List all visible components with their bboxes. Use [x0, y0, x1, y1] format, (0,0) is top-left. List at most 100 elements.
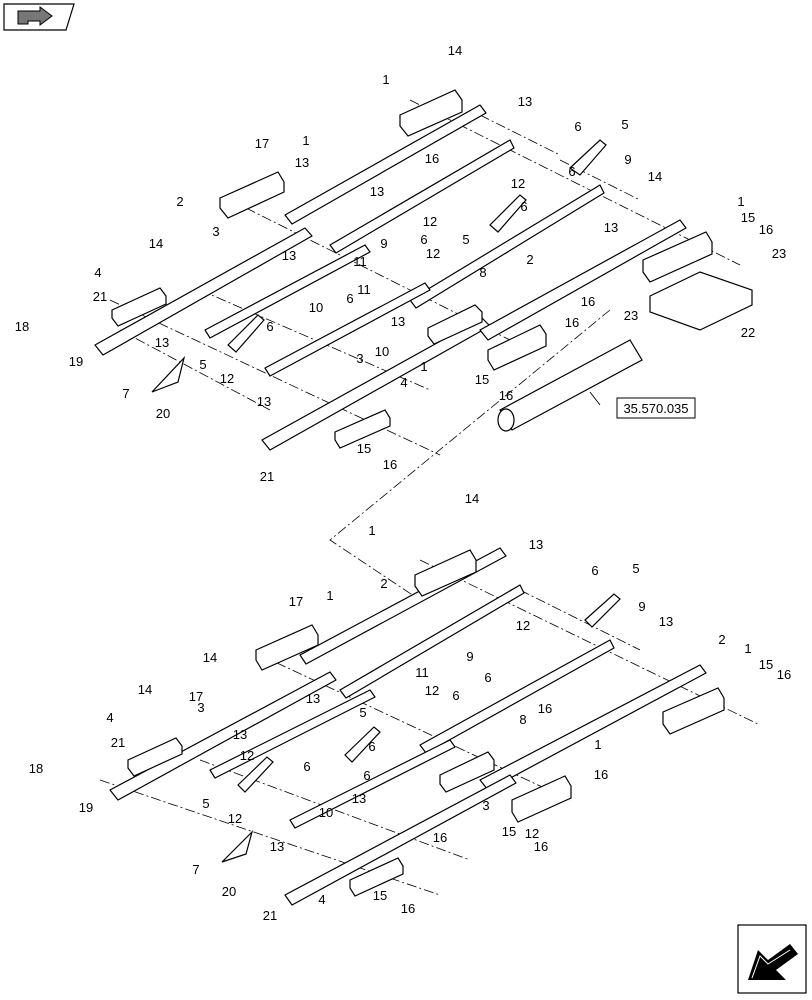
- block-1-a: [399, 89, 463, 137]
- callout-label: 4: [94, 265, 101, 280]
- shank-5-lower-b: [344, 726, 381, 763]
- callout-label: 20: [222, 884, 236, 899]
- callout-label: 10: [319, 805, 333, 820]
- callout-label: 6: [368, 739, 375, 754]
- callout-label: 13: [282, 248, 296, 263]
- callout-label: 13: [529, 537, 543, 552]
- bar-2-upper-b: [479, 219, 687, 341]
- callout-label: 7: [122, 386, 129, 401]
- callout-label: 12: [525, 826, 539, 841]
- shank-5-a: [569, 139, 607, 176]
- callout-label: 9: [380, 236, 387, 251]
- callout-label: 15: [373, 888, 387, 903]
- callout-label: 13: [270, 839, 284, 854]
- block-1-d: [487, 324, 547, 371]
- reference-link-text: 35.570.035: [623, 401, 688, 416]
- callout-label: 13: [391, 314, 405, 329]
- shank-5-lower-c: [237, 756, 274, 793]
- bar-9-upper-a: [329, 139, 515, 254]
- callout-label: 5: [632, 561, 639, 576]
- callout-label: 14: [138, 682, 152, 697]
- next-page-arrow-icon[interactable]: [737, 924, 807, 994]
- callout-label: 16: [759, 222, 773, 237]
- callout-label: 5: [202, 796, 209, 811]
- bar-2-upper-a: [284, 104, 487, 225]
- callout-label: 8: [479, 265, 486, 280]
- block-4-lower-a: [127, 737, 183, 777]
- callout-label: 2: [526, 252, 533, 267]
- callout-label: 1: [420, 359, 427, 374]
- callout-label: 12: [511, 176, 525, 191]
- callout-label: 13: [233, 727, 247, 742]
- callout-label: 16: [383, 457, 397, 472]
- callout-label: 11: [353, 254, 367, 269]
- callout-label: 14: [465, 491, 479, 506]
- callout-label: 3: [197, 700, 204, 715]
- callout-label: 15: [759, 657, 773, 672]
- callout-label: 16: [565, 315, 579, 330]
- bracket-8: [427, 304, 483, 345]
- callout-label: 14: [149, 236, 163, 251]
- bar-9-upper-b: [409, 184, 605, 309]
- callout-label: 14: [648, 169, 662, 184]
- shank-5-c: [227, 314, 265, 353]
- callout-label: 4: [106, 710, 113, 725]
- callout-label: 5: [199, 357, 206, 372]
- callout-label: 12: [425, 683, 439, 698]
- callout-label: 13: [604, 220, 618, 235]
- callout-label: 6: [266, 319, 273, 334]
- callout-label: 15: [502, 824, 516, 839]
- callout-label: 12: [426, 246, 440, 261]
- callout-label: 4: [400, 375, 407, 390]
- callout-label: 1: [302, 133, 309, 148]
- block-1-lower-b: [255, 624, 319, 671]
- callout-label: 2: [380, 576, 387, 591]
- callout-label: 1: [594, 737, 601, 752]
- callout-label: 9: [624, 152, 631, 167]
- callout-label: 5: [462, 232, 469, 247]
- callout-label: 6: [591, 563, 598, 578]
- callout-label: 14: [448, 43, 462, 58]
- callout-label: 19: [79, 800, 93, 815]
- callout-label: 3: [356, 351, 363, 366]
- callout-label: 13: [352, 791, 366, 806]
- shank-7-lower: [221, 829, 254, 863]
- callout-label: 12: [240, 748, 254, 763]
- callout-label: 3: [212, 224, 219, 239]
- callout-label: 16: [401, 901, 415, 916]
- callout-label: 6: [363, 768, 370, 783]
- shank-5-b: [489, 194, 527, 233]
- callout-label: 13: [306, 691, 320, 706]
- bar-10-upper-a: [204, 244, 371, 339]
- callout-label: 21: [260, 469, 274, 484]
- callout-label: 9: [466, 649, 473, 664]
- callout-label: 16: [425, 151, 439, 166]
- callout-label: 17: [189, 689, 203, 704]
- callout-label: 15: [475, 372, 489, 387]
- callout-label: 6: [420, 232, 427, 247]
- callout-label: 7: [192, 862, 199, 877]
- callout-label: 15: [741, 210, 755, 225]
- reference-link-box[interactable]: 35.570.035: [589, 391, 696, 419]
- callout-label: 1: [744, 641, 751, 656]
- callout-label: 23: [624, 308, 638, 323]
- block-1-lower-c: [662, 687, 725, 735]
- callout-label: 16: [581, 294, 595, 309]
- bar-3-upper-a: [94, 227, 313, 356]
- bar-3-lower-a: [109, 671, 337, 801]
- callout-label: 16: [594, 767, 608, 782]
- shank-5-lower-a: [584, 593, 621, 628]
- bar-2-lower-b: [479, 664, 707, 791]
- book-arrow-icon[interactable]: [3, 3, 75, 31]
- callout-label: 16: [777, 667, 791, 682]
- block-1-lower-d: [511, 775, 572, 823]
- callout-label: 10: [309, 300, 323, 315]
- callout-label: 6: [303, 759, 310, 774]
- callout-label: 11: [357, 282, 371, 297]
- callout-label: 17: [289, 594, 303, 609]
